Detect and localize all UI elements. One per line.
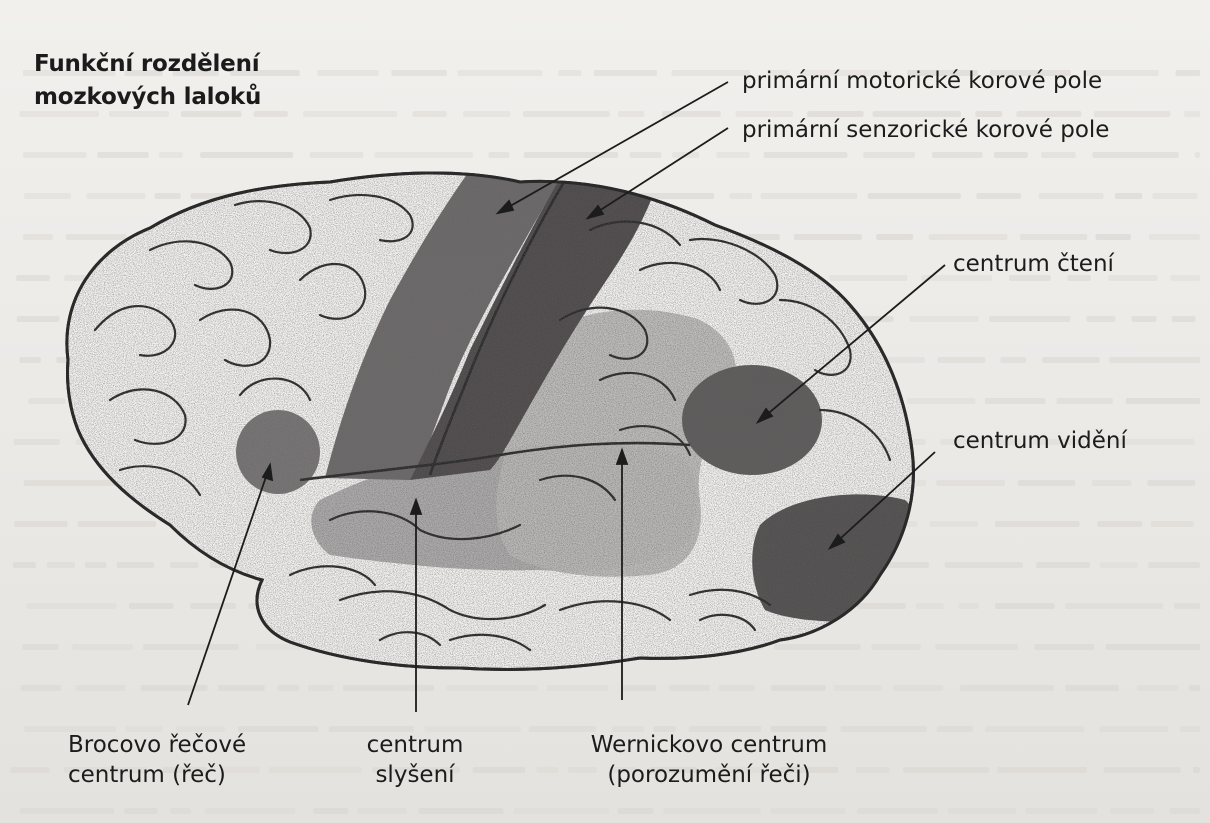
label-sensory-cortex: primární senzorické korové pole <box>742 115 1109 145</box>
label-broca-line-1: Brocovo řečové <box>68 730 246 760</box>
label-wernicke-line-2: (porozumění řeči) <box>578 760 840 790</box>
label-broca-line-2: centrum (řeč) <box>68 760 246 790</box>
label-broca-center: Brocovo řečové centrum (řeč) <box>68 730 246 790</box>
label-hearing-center: centrum slyšení <box>350 730 480 790</box>
title-line-1: Funkční rozdělení <box>34 48 334 81</box>
label-motor-cortex: primární motorické korové pole <box>742 66 1102 96</box>
label-visual-center: centrum vidění <box>953 426 1127 456</box>
label-hearing-line-1: centrum <box>350 730 480 760</box>
label-wernicke-center: Wernickovo centrum (porozumění řeči) <box>578 730 840 790</box>
label-wernicke-line-1: Wernickovo centrum <box>578 730 840 760</box>
label-hearing-line-2: slyšení <box>350 760 480 790</box>
title-line-2: mozkových laloků <box>34 81 334 114</box>
label-reading-center: centrum čtení <box>953 249 1114 279</box>
diagram-title: Funkční rozdělení mozkových laloků <box>34 48 334 114</box>
